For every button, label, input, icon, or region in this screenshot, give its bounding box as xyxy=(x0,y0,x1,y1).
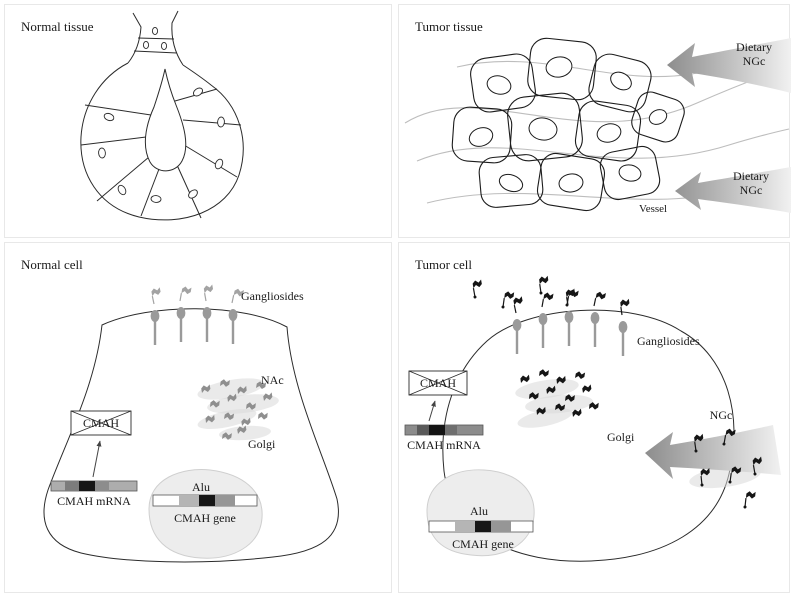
cmah-gene-bar xyxy=(428,520,534,533)
golgi-label: Golgi xyxy=(248,437,276,451)
golgi-apparatus xyxy=(197,378,279,441)
cmah-gene-label: CMAH gene xyxy=(174,511,236,525)
normal-tissue-drawing: Normal tissue xyxy=(21,10,244,221)
alu-label: Alu xyxy=(470,504,488,518)
translation-arrow xyxy=(428,400,436,422)
dietary-ngc-arrow-top xyxy=(667,38,791,93)
cmah-box-label: CMAH xyxy=(420,376,456,390)
panel-normal-tissue: Normal tissue xyxy=(4,4,392,238)
dietary-ngc-label-top-line1: Dietary xyxy=(736,40,772,54)
cmah-mrna-bar xyxy=(50,480,138,492)
nucleus: Alu CMAH gene xyxy=(426,469,535,557)
cmah-gene-bar xyxy=(152,494,258,507)
cmah-crossed-box: CMAH xyxy=(70,410,132,436)
alu-label: Alu xyxy=(192,480,210,494)
gland-acinus xyxy=(80,10,244,221)
nac-label: NAc xyxy=(261,373,284,387)
cmah-mrna-bar xyxy=(404,424,484,436)
dietary-ngc-label-bottom-line1: Dietary xyxy=(733,169,769,183)
translation-arrow xyxy=(92,440,102,478)
gangliosides-label: Gangliosides xyxy=(241,289,304,303)
cmah-crossed-box: CMAH xyxy=(408,370,468,396)
duct-nucleus xyxy=(160,41,168,51)
acinus-outline xyxy=(80,62,244,221)
nucleus: Alu CMAH gene xyxy=(148,469,263,559)
duct-right-wall xyxy=(171,10,184,66)
gangliosides-label: Gangliosides xyxy=(637,334,700,348)
normal-cell-drawing: Normal cell Gangliosides xyxy=(21,257,339,563)
panel-normal-cell: Normal cell Gangliosides xyxy=(4,242,392,593)
duct-nucleus xyxy=(142,40,150,50)
cell-membrane xyxy=(43,308,339,563)
tumor-cell-cluster xyxy=(451,37,685,212)
cmah-gene-label: CMAH gene xyxy=(452,537,514,551)
dietary-ngc-label-top-line2: NGc xyxy=(743,54,766,68)
ngc-uptake-arrow xyxy=(645,425,781,479)
dietary-ngc-label-bottom-line2: NGc xyxy=(740,183,763,197)
duct-cell-walls xyxy=(133,37,178,54)
dietary-ngc-arrow-bottom xyxy=(675,167,791,213)
panel-title: Tumor tissue xyxy=(415,19,483,34)
vessel-label: Vessel xyxy=(639,203,667,215)
panel-tumor-tissue: Tumor tissue xyxy=(398,4,791,238)
acinus-nuclei xyxy=(98,87,225,203)
ngc-label: NGc xyxy=(710,408,733,422)
acinus-cell-walls xyxy=(80,88,242,219)
cmah-mrna-label: CMAH mRNA xyxy=(407,438,481,452)
tumor-cell-nuclei xyxy=(468,56,668,193)
cmah-box-label: CMAH xyxy=(83,416,119,430)
duct-left-wall xyxy=(127,12,142,64)
tumor-tissue-drawing: Tumor tissue xyxy=(404,19,791,215)
acinus-lumen xyxy=(144,68,187,172)
duct-nucleus xyxy=(151,26,159,36)
membrane-nac-flags xyxy=(150,284,244,305)
panel-title: Normal tissue xyxy=(21,19,94,34)
free-ngc-gangliosides xyxy=(470,275,579,310)
panel-tumor-cell: Tumor cell xyxy=(398,242,790,593)
tumor-cell-drawing: Tumor cell xyxy=(404,257,781,562)
cmah-mrna-label: CMAH mRNA xyxy=(57,494,131,508)
golgi-label: Golgi xyxy=(607,430,635,444)
panel-title: Tumor cell xyxy=(415,257,472,272)
panel-title: Normal cell xyxy=(21,257,83,272)
